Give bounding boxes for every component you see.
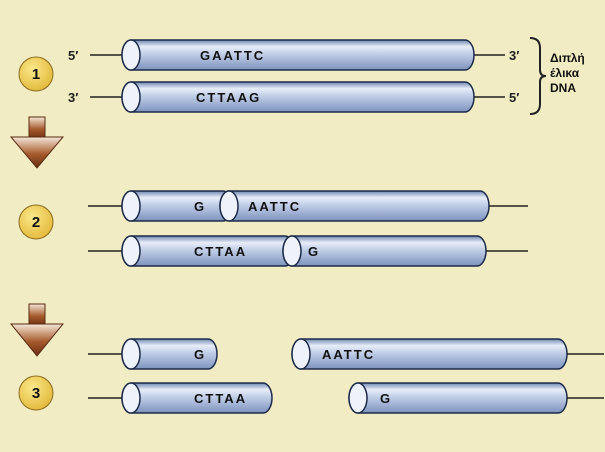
brace-icon <box>529 37 547 115</box>
down-arrow-icon <box>9 303 65 357</box>
sequence-label: AATTC <box>248 199 301 214</box>
step-3-strand-bottom: CTTAA G <box>88 382 604 414</box>
step-number: 1 <box>32 66 40 83</box>
sequence-label: CTTAA <box>194 244 247 259</box>
three-prime-label: 3′ <box>509 48 519 63</box>
dna-double-helix-caption: Διπλή έλικα DNA <box>550 51 585 96</box>
five-prime-label: 5′ <box>68 48 78 63</box>
caption-line: DNA <box>550 81 576 95</box>
sequence-label: CTTAA <box>194 391 247 406</box>
three-prime-label: 3′ <box>68 90 78 105</box>
sequence-label: G <box>194 199 206 214</box>
step-2-strand-top: G AATTC <box>88 190 528 222</box>
step-1-strand-bottom: 3′ 5′ CTTAAG <box>68 81 519 113</box>
step-2-badge: 2 <box>18 204 54 240</box>
step-2-strand-bottom: CTTAA G <box>88 235 528 267</box>
down-arrow-icon <box>9 116 65 169</box>
sequence-label: GAATTC <box>200 48 265 63</box>
step-1-badge: 1 <box>18 56 54 92</box>
step-1-strand-top: 5′ 3′ GAATTC <box>68 39 519 71</box>
step-number: 2 <box>32 214 40 231</box>
sequence-label: CTTAAG <box>196 90 261 105</box>
step-3-badge: 3 <box>18 375 54 411</box>
step-number: 3 <box>32 385 40 402</box>
caption-line: Διπλή <box>550 51 585 65</box>
five-prime-label: 5′ <box>509 90 519 105</box>
sequence-label: G <box>194 347 206 362</box>
caption-line: έλικα <box>550 66 580 80</box>
step-3-strand-top: G AATTC <box>88 338 604 370</box>
sequence-label: G <box>380 391 392 406</box>
sequence-label: G <box>308 244 320 259</box>
sequence-label: AATTC <box>322 347 375 362</box>
